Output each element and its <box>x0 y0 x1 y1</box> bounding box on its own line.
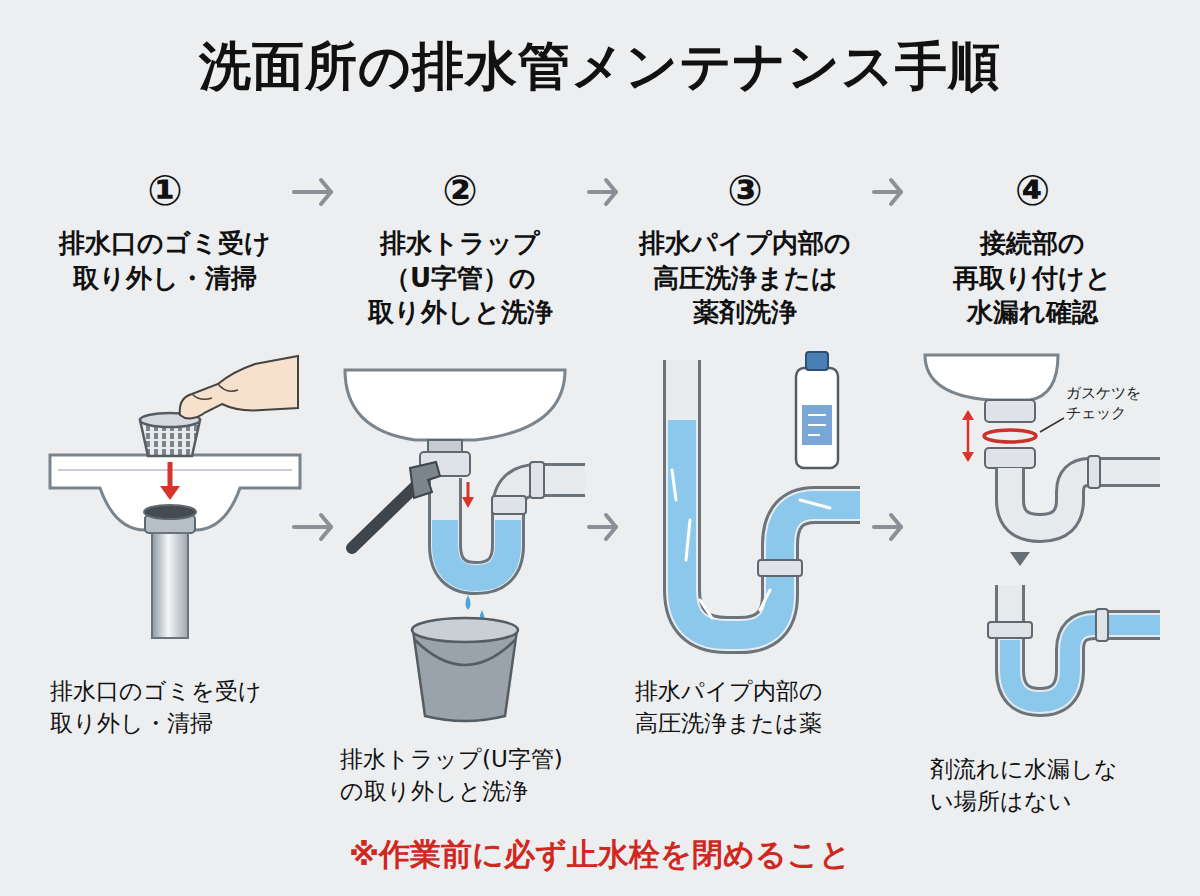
arrow-line <box>874 525 901 529</box>
sink-illustration <box>50 356 300 638</box>
pipe-cleaning-illustration <box>672 352 860 635</box>
arrow-head <box>891 180 901 204</box>
diagram-title: 洗面所の排水管メンテナンス手順 <box>0 32 1200 102</box>
arrow-line <box>294 190 331 194</box>
step-caption: 剤流れに水漏しな い場所はない <box>930 753 1155 817</box>
step-arrow <box>294 515 331 539</box>
arrow-line <box>589 525 616 529</box>
step-caption: 排水口のゴミを受け 取り外し・清掃 <box>50 675 275 739</box>
step-caption: 排水パイプ内部の 高圧洗浄または薬 <box>635 675 860 739</box>
arrow-head <box>891 515 901 539</box>
callout-label: ガスケツを チェック <box>1066 384 1150 423</box>
arrow-head <box>321 515 331 539</box>
step-number: ③ <box>620 170 870 212</box>
arrow-line <box>589 190 616 194</box>
step-number: ① <box>40 170 290 212</box>
step-column: ① 排水口のゴミ受け 取り外し・清掃排水口のゴミを受け 取り外し・清掃 <box>40 170 290 820</box>
step-arrow <box>589 180 616 204</box>
reassembly-illustration <box>925 355 1160 702</box>
step-arrow <box>874 180 901 204</box>
step-column: ④ 接続部の 再取り付けと 水漏れ確認剤流れに水漏しな い場所はない <box>905 170 1160 820</box>
arrow-head <box>606 180 616 204</box>
step-column: ② 排水トラップ （U字管）の 取り外しと洗浄排水トラップ(U字管) の取り外しと… <box>335 170 585 820</box>
step-caption: 排水トラップ(U字管) の取り外しと洗浄 <box>340 743 565 807</box>
step-heading: 接続部の 再取り付けと 水漏れ確認 <box>913 226 1153 330</box>
step-heading: 排水口のゴミ受け 取り外し・清掃 <box>45 226 285 295</box>
step-column: ③ 排水パイプ内部の 高圧洗浄または 薬剤洗浄排水パイプ内部の 高圧洗浄または薬 <box>620 170 870 820</box>
step-number: ② <box>335 170 585 212</box>
trap-removal-illustration <box>345 370 585 721</box>
step-heading: 排水パイプ内部の 高圧洗浄または 薬剤洗浄 <box>625 226 865 330</box>
step-arrow <box>294 180 331 204</box>
step-number: ④ <box>905 170 1160 212</box>
step-arrow <box>874 515 901 539</box>
warning-note: ※作業前に必ず止水栓を閉めること <box>0 834 1200 874</box>
arrow-line <box>874 190 901 194</box>
arrow-line <box>294 525 331 529</box>
step-heading: 排水トラップ （U字管）の 取り外しと洗浄 <box>340 226 580 330</box>
arrow-head <box>606 515 616 539</box>
step-arrow <box>589 515 616 539</box>
arrow-head <box>321 180 331 204</box>
